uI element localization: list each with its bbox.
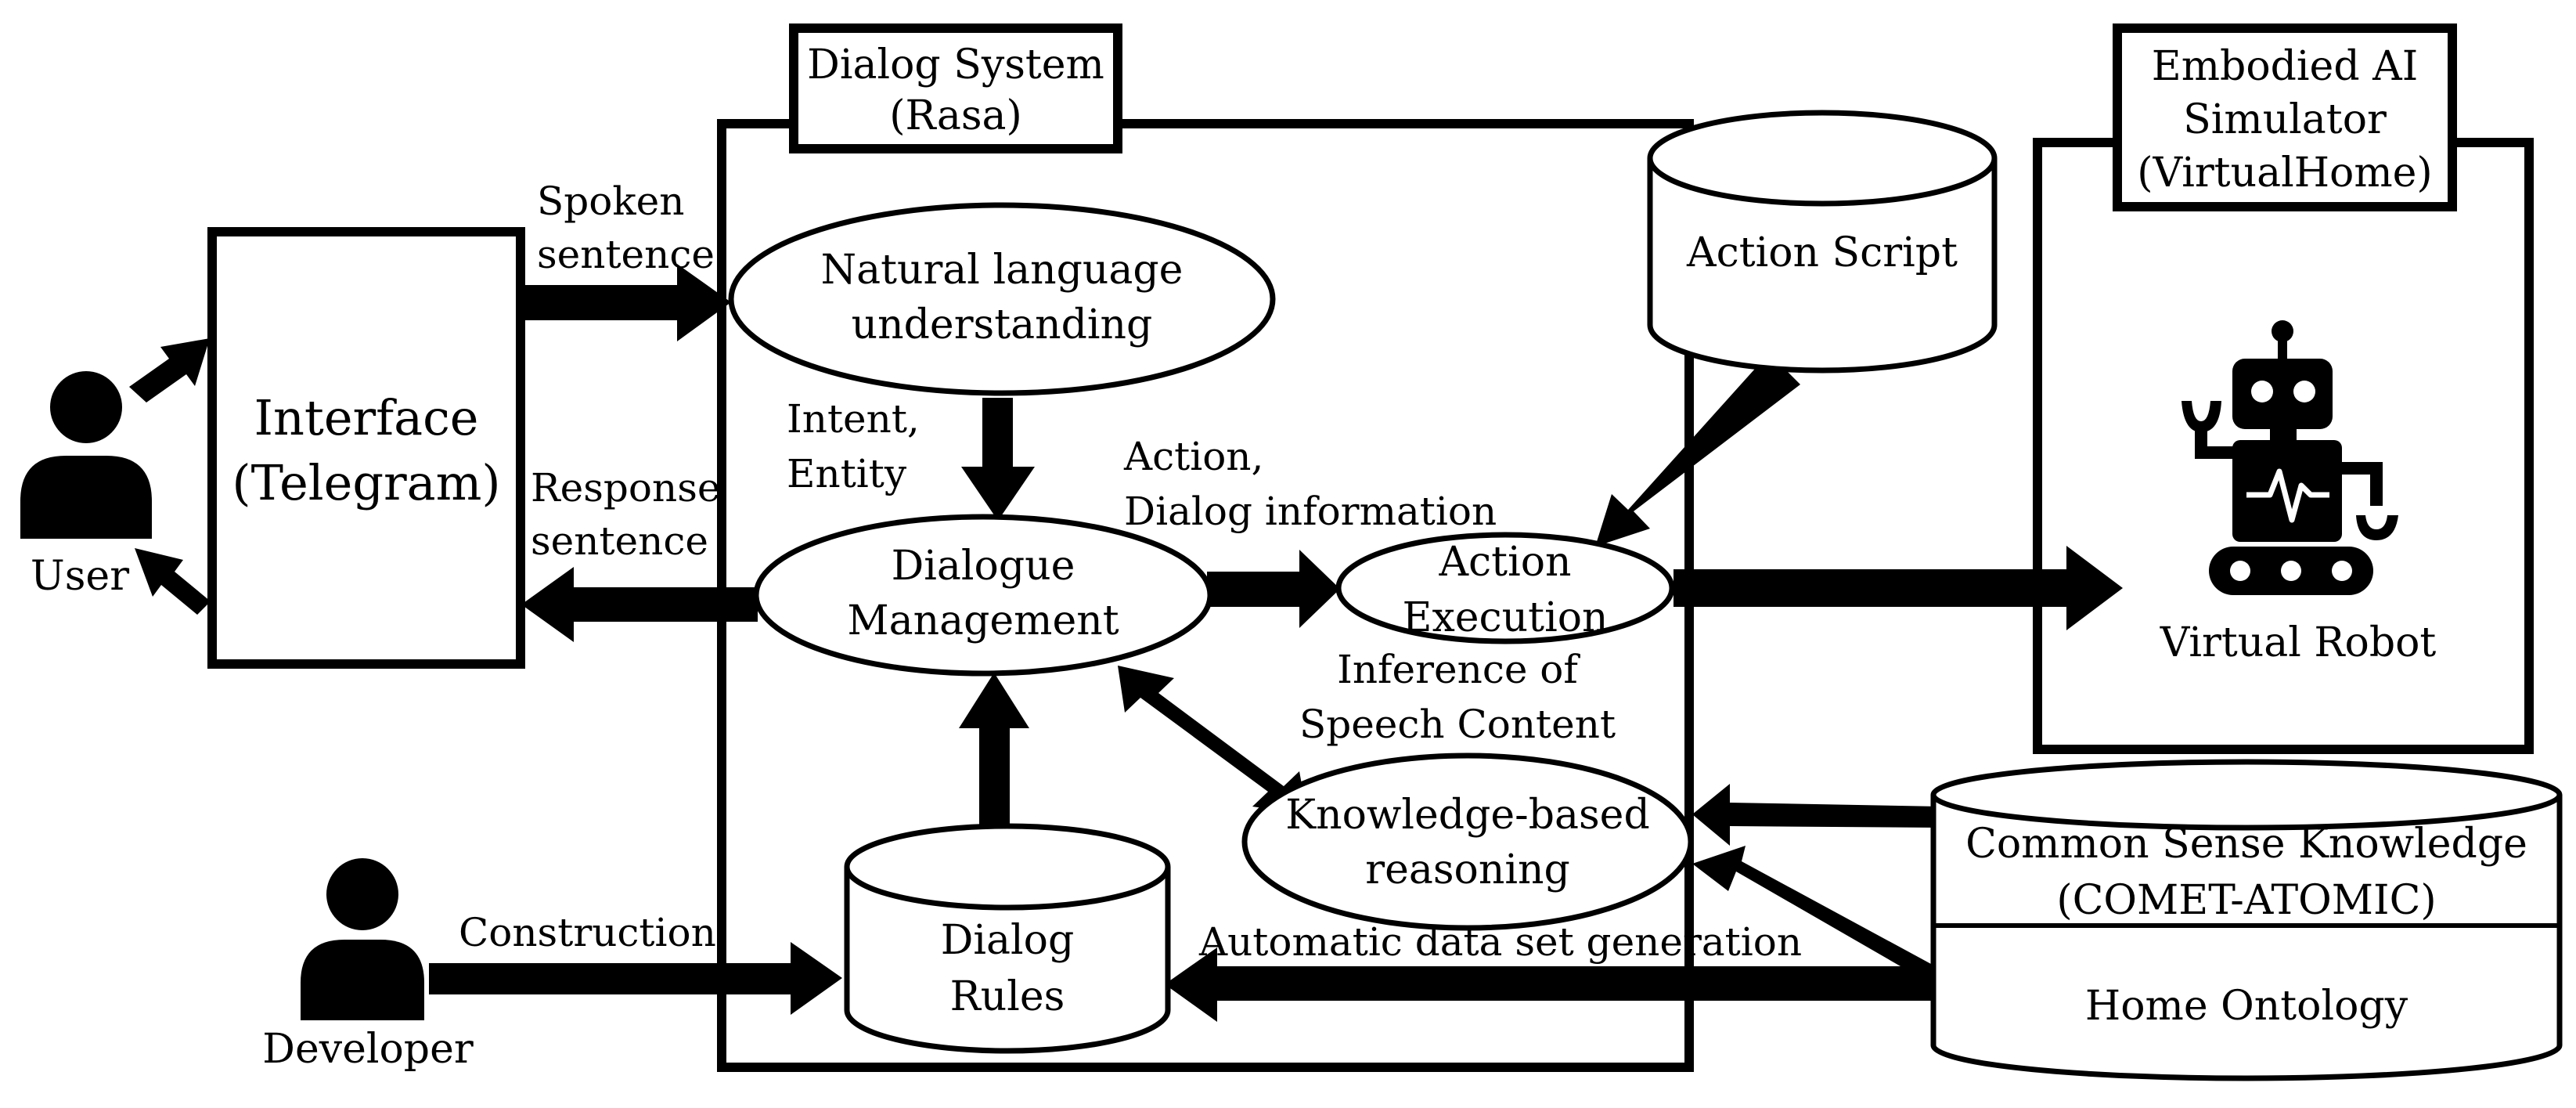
inference-line2: Speech Content	[1299, 702, 1616, 747]
csk-label-line1: Common Sense Knowledge	[1965, 821, 2527, 868]
csk-label-line2: (COMET-ATOMIC)	[2056, 877, 2436, 924]
rules-label-line1: Dialog	[941, 917, 1075, 964]
simulator-title-line3: (VirtualHome)	[2137, 150, 2432, 197]
dialog-rules-db: Dialog Rules	[844, 823, 1171, 1054]
interface-box: Interface (Telegram)	[207, 227, 525, 669]
auto-generation-label: Automatic data set generation	[1198, 919, 1802, 965]
nlu-label-line2: understanding	[852, 301, 1153, 348]
dm-label-line2: Management	[847, 597, 1119, 644]
nlu-node: Natural language understanding	[728, 202, 1276, 396]
simulator-title-box	[2113, 23, 2457, 211]
user-icon	[20, 371, 152, 539]
action-script-label: Action Script	[1686, 229, 1958, 276]
arrow-auto-generation	[1165, 947, 1933, 1022]
spoken-sentence-line1: Spoken	[537, 179, 684, 224]
arrow-execution-to-robot	[1673, 546, 2123, 630]
response-sentence-line2: sentence	[531, 518, 708, 564]
arrow-dm-kbr-bidirectional	[1118, 666, 1307, 814]
simulator-title-line2: Simulator	[2183, 96, 2387, 143]
edge-labels: Spoken sentence Response sentence Intent…	[459, 179, 1802, 965]
arrow-user-to-interface	[129, 338, 210, 402]
arrow-rules-to-dm	[959, 673, 1029, 835]
construction-label: Construction	[459, 910, 716, 955]
inference-line1: Inference of	[1337, 647, 1580, 692]
response-sentence-line1: Response	[531, 465, 720, 511]
arrow-interface-to-user	[135, 548, 211, 615]
dialog-system-title-box	[789, 23, 1122, 153]
dm-label-line1: Dialogue	[892, 543, 1075, 590]
arrow-ontology-to-kbr	[1692, 846, 1940, 984]
spoken-sentence-line2: sentence	[537, 232, 715, 277]
dialog-system-title-line1: Dialog System	[807, 42, 1104, 88]
virtual-robot-label: Virtual Robot	[2160, 619, 2437, 666]
arrow-dm-to-execution	[1207, 550, 1340, 628]
knowledge-reasoning-node: Knowledge-based reasoning	[1241, 753, 1694, 931]
action-script-db: Action Script	[1647, 110, 1998, 374]
kbr-label-line2: reasoning	[1365, 846, 1570, 893]
user-label: User	[31, 553, 129, 600]
arrow-spoken-sentence	[522, 264, 731, 341]
arrow-script-to-execution	[1595, 353, 1800, 547]
arrow-csk-to-kbr	[1692, 784, 1941, 846]
arrow-construction	[429, 942, 842, 1015]
execution-label-line1: Action	[1439, 539, 1572, 586]
ontology-label: Home Ontology	[2085, 983, 2408, 1030]
nlu-label-line1: Natural language	[821, 247, 1184, 294]
arrow-response-sentence	[521, 567, 758, 642]
arrows	[129, 264, 2123, 1022]
action-execution-node: Action Execution	[1335, 532, 1675, 644]
intent-entity-line2: Entity	[787, 451, 907, 496]
execution-label-line2: Execution	[1403, 594, 1609, 641]
action-info-line2: Dialog information	[1124, 489, 1497, 534]
intent-entity-line1: Intent,	[787, 396, 920, 442]
action-info-line1: Action,	[1123, 434, 1263, 479]
interface-frame	[207, 227, 525, 669]
kbr-label-line1: Knowledge-based	[1285, 792, 1650, 839]
knowledge-db-stack: Common Sense Knowledge (COMET-ATOMIC) Ho…	[1930, 759, 2563, 1081]
dialog-system-title-line2: (Rasa)	[889, 92, 1022, 139]
developer-icon	[301, 858, 424, 1020]
arrow-nlu-to-dm	[961, 398, 1035, 521]
dialogue-management-node: Dialogue Management	[753, 514, 1213, 677]
rules-label-line2: Rules	[950, 973, 1065, 1020]
interface-label-line1: Interface	[254, 389, 479, 446]
simulator-title-line1: Embodied AI	[2152, 43, 2418, 90]
robot-icon	[2181, 320, 2398, 595]
developer-label: Developer	[262, 1026, 474, 1073]
interface-label-line2: (Telegram)	[232, 454, 500, 511]
